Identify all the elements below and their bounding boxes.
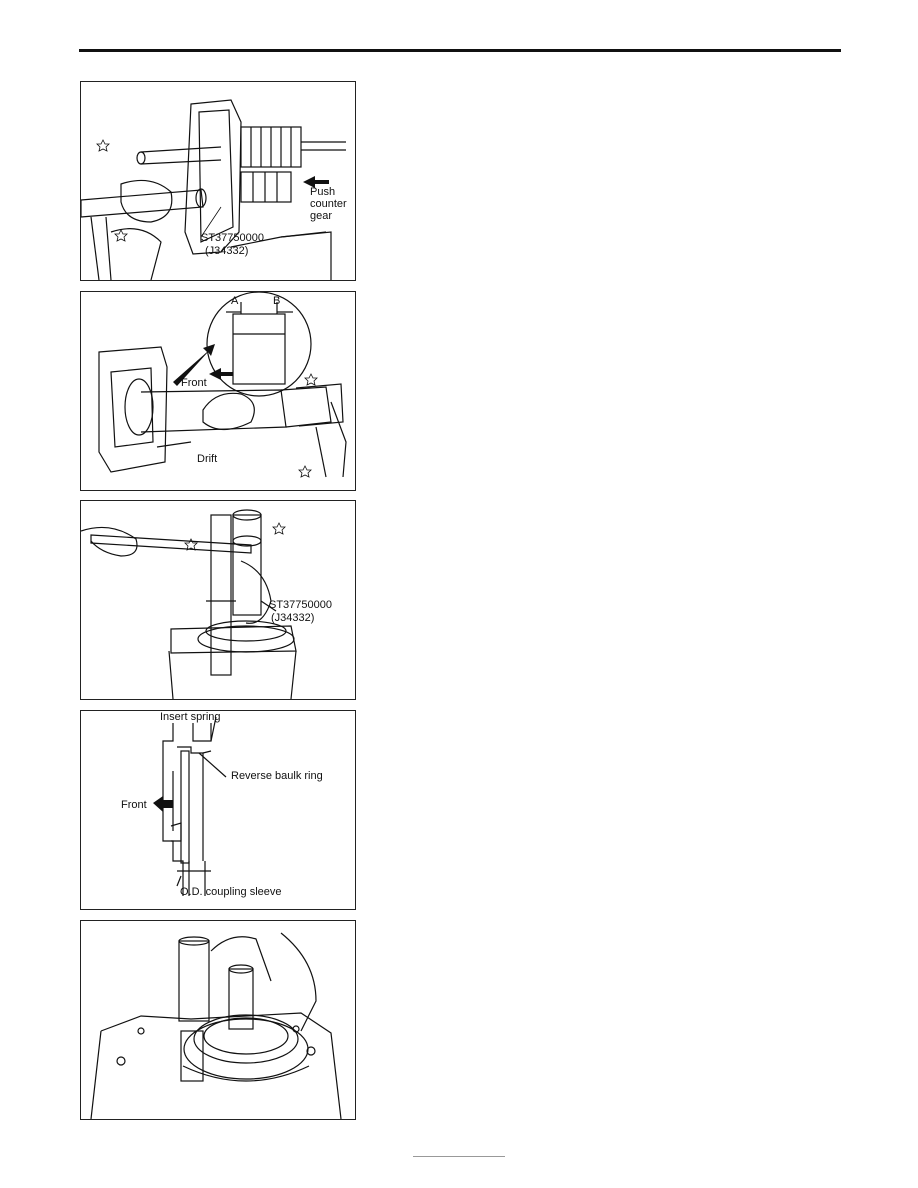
tool-part-number: ST37750000 [201, 232, 264, 244]
figure-3-hammer-tool: ST37750000 (J34332) [80, 500, 356, 700]
od-coupling-sleeve-label: O.D. coupling sleeve [180, 886, 282, 898]
reverse-baulk-ring-label: Reverse baulk ring [231, 770, 323, 782]
dimension-b-label: B [273, 295, 281, 307]
figure-5-gear-install [80, 920, 356, 1120]
footer-divider [413, 1156, 505, 1157]
tool-part-number: ST37750000 [269, 599, 332, 611]
figure-5-illustration [90, 932, 342, 1119]
tool-kent-number: (J34332) [271, 612, 315, 624]
push-label-line3: gear [310, 210, 333, 222]
push-label-line1: Push [310, 186, 336, 198]
front-label: Front [121, 799, 147, 811]
dimension-a-label: A [231, 295, 239, 307]
header-rule [79, 49, 841, 52]
push-label-line2: counter [310, 198, 347, 210]
figure-4-illustration [153, 716, 227, 896]
figure-2-drift-bearing: A B Front Drift [80, 291, 356, 491]
insert-spring-label: Insert spring [160, 711, 221, 723]
front-label: Front [181, 377, 207, 389]
figure-2-illustration [98, 292, 347, 478]
figure-1-counter-gear-install: Push counter gear ST37750000 (J34332) [80, 81, 356, 281]
drift-label: Drift [197, 453, 218, 465]
figure-4-baulk-ring-section: Insert spring Reverse baulk ring Front O… [80, 710, 356, 910]
figure-1-illustration [81, 99, 346, 280]
figure-3-illustration [81, 509, 297, 699]
tool-kent-number: (J34332) [205, 245, 249, 257]
